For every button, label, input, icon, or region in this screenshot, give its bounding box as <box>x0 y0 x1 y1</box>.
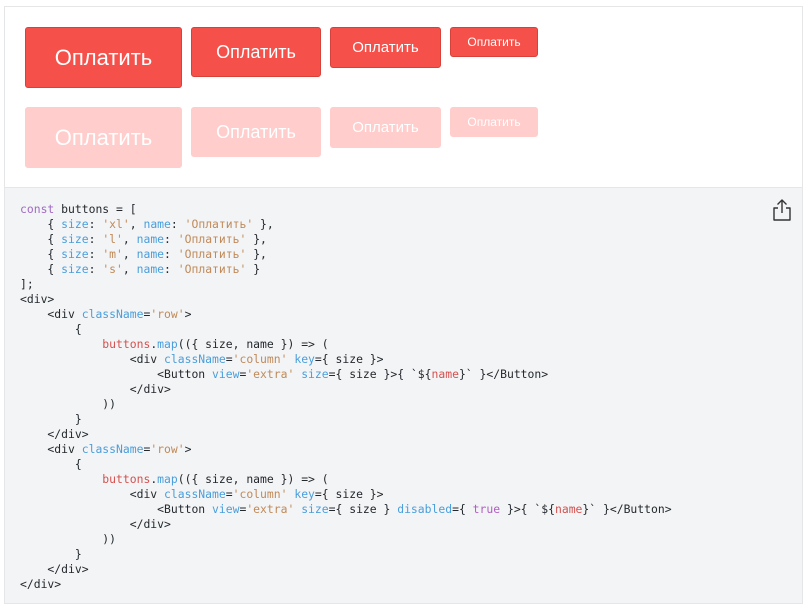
pay-button-s[interactable]: Оплатить <box>450 27 538 57</box>
share-icon[interactable] <box>771 198 793 222</box>
pay-button-xl-disabled: Оплатить <box>25 107 182 168</box>
code-block: const buttons = [ { size: 'xl', name: 'О… <box>5 188 802 603</box>
code-line: { size: 'xl', name: 'Оплатить' }, <box>20 217 274 231</box>
code-line: <Button view='extra' size={ size }>{ `${… <box>20 367 549 381</box>
code-line: { size: 's', name: 'Оплатить' } <box>20 262 261 276</box>
code-line: </div> <box>20 577 62 591</box>
code-line: } <box>20 547 82 561</box>
code-line: buttons.map(({ size, name }) => ( <box>102 337 329 351</box>
preview-area: Оплатить Оплатить Оплатить Оплатить Опла… <box>5 7 802 188</box>
code-line: </div> <box>20 517 171 531</box>
code-line: <div className='column' key={ size }> <box>20 487 384 501</box>
code-line: <div className='row'> <box>20 442 192 456</box>
code-line: const buttons = [ <box>20 202 137 216</box>
code-line: <div className='row'> <box>20 307 192 321</box>
example-frame: Оплатить Оплатить Оплатить Оплатить Опла… <box>4 6 803 604</box>
code-line: <Button view='extra' size={ size } disab… <box>20 502 672 516</box>
code-line: </div> <box>20 427 89 441</box>
pay-button-s-disabled: Оплатить <box>450 107 538 137</box>
pay-button-m[interactable]: Оплатить <box>330 27 441 68</box>
code-line: ]; <box>20 277 34 291</box>
code-line: { size: 'm', name: 'Оплатить' }, <box>20 247 267 261</box>
pay-button-xl[interactable]: Оплатить <box>25 27 182 88</box>
code-line: <div className='column' key={ size }> <box>20 352 384 366</box>
code-line: <div> <box>20 292 55 306</box>
pay-button-l-disabled: Оплатить <box>191 107 321 157</box>
code-line: { size: 'l', name: 'Оплатить' }, <box>20 232 267 246</box>
code-line: )) <box>20 532 117 546</box>
code-line: </div> <box>20 382 171 396</box>
code-line: </div> <box>20 562 89 576</box>
code-line: buttons.map(({ size, name }) => ( <box>102 472 329 486</box>
code-line: )) <box>20 397 117 411</box>
code-listing: const buttons = [ { size: 'xl', name: 'О… <box>20 202 672 592</box>
code-line: { <box>20 322 82 336</box>
code-line: } <box>20 412 82 426</box>
pay-button-m-disabled: Оплатить <box>330 107 441 148</box>
code-line: { <box>20 457 82 471</box>
pay-button-l[interactable]: Оплатить <box>191 27 321 77</box>
